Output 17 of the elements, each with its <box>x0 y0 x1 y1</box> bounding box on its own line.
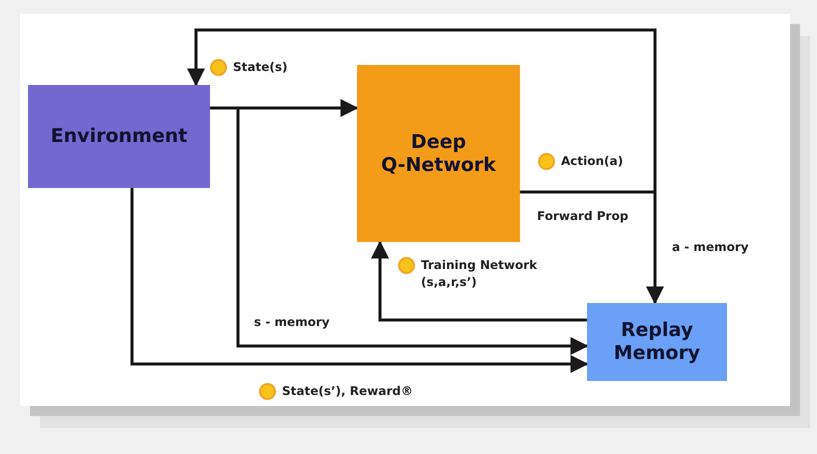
process-box <box>28 85 210 188</box>
edge-label: State(s’), Reward® <box>282 383 413 400</box>
node-label: Deep Q-Network <box>380 130 497 176</box>
arrow <box>520 190 664 304</box>
arrow <box>130 188 588 373</box>
process-box <box>357 65 520 242</box>
edge-label: a - memory <box>672 239 749 256</box>
edge-label: State(s) <box>233 59 288 76</box>
node-label: Environment <box>50 125 188 148</box>
process-box <box>587 303 727 381</box>
arrow <box>371 240 587 322</box>
node-label: Replay Memory <box>612 319 702 365</box>
note-text: Forward Prop <box>537 208 628 225</box>
edge-label: Training Network (s,a,r,s’) <box>421 257 538 292</box>
edge-label: Action(a) <box>561 153 624 170</box>
edge-label: s - memory <box>254 314 330 331</box>
arrow <box>187 28 656 194</box>
